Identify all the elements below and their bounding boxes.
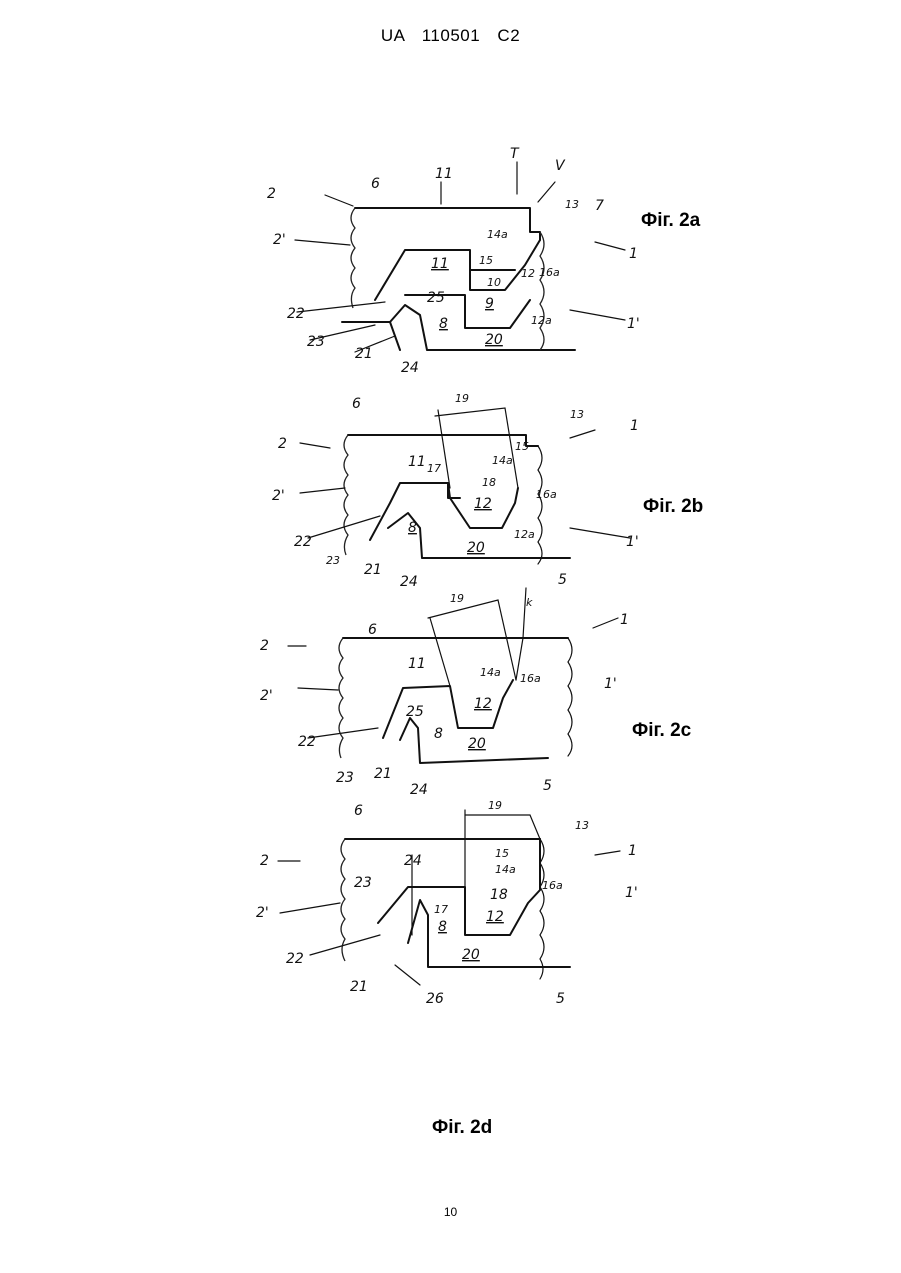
svg-text:2: 2 — [267, 186, 276, 202]
svg-text:1': 1' — [604, 676, 617, 692]
svg-text:20: 20 — [462, 947, 480, 963]
svg-text:7: 7 — [595, 198, 604, 214]
svg-text:1': 1' — [627, 316, 640, 332]
figure-2c-drawing: 6 19 k 1 2 11 14a 16a 1' 2' 12 25 22 8 2… — [258, 588, 638, 798]
svg-text:14a: 14a — [480, 666, 501, 679]
svg-text:V: V — [555, 158, 566, 174]
svg-text:20: 20 — [467, 540, 485, 556]
svg-text:12: 12 — [474, 696, 492, 712]
svg-text:8: 8 — [438, 919, 447, 935]
svg-text:10: 10 — [487, 276, 501, 289]
svg-text:11: 11 — [408, 656, 426, 672]
svg-text:2: 2 — [260, 853, 269, 869]
svg-text:24: 24 — [401, 360, 419, 376]
svg-text:24: 24 — [404, 853, 422, 869]
svg-text:15: 15 — [479, 254, 493, 267]
svg-text:12: 12 — [521, 267, 535, 280]
svg-text:1': 1' — [626, 534, 639, 550]
svg-text:2': 2' — [256, 905, 269, 921]
figure-2b-drawing: 6 19 13 1 2 15 14a 11 17 16a 2' 18 12 22… — [270, 388, 650, 593]
svg-text:12a: 12a — [514, 528, 535, 541]
figure-2b: 6 19 13 1 2 15 14a 11 17 16a 2' 18 12 22… — [270, 388, 650, 593]
caption-fig-2b: Фіг. 2b — [643, 496, 703, 518]
svg-text:18: 18 — [482, 476, 496, 489]
svg-text:11: 11 — [435, 166, 453, 182]
caption-fig-2d: Фіг. 2d — [432, 1117, 492, 1139]
svg-text:1: 1 — [620, 612, 629, 628]
caption-fig-2a: Фіг. 2a — [641, 210, 700, 232]
svg-text:21: 21 — [364, 562, 382, 578]
svg-text:21: 21 — [350, 979, 368, 995]
svg-text:23: 23 — [336, 770, 354, 786]
svg-text:2': 2' — [272, 488, 285, 504]
svg-text:23: 23 — [354, 875, 372, 891]
svg-text:6: 6 — [354, 803, 363, 819]
svg-text:19: 19 — [488, 799, 502, 812]
svg-text:22: 22 — [286, 951, 304, 967]
svg-text:T: T — [510, 146, 520, 162]
svg-text:1: 1 — [629, 246, 638, 262]
svg-text:5: 5 — [558, 572, 567, 588]
svg-text:19: 19 — [455, 392, 469, 405]
svg-text:15: 15 — [515, 440, 529, 453]
svg-text:16a: 16a — [536, 488, 557, 501]
svg-text:20: 20 — [468, 736, 486, 752]
svg-text:k: k — [526, 596, 533, 609]
figure-2a-drawing: 2 6 11 T V 13 7 2' 14a 1 15 12 16a 10 11… — [255, 140, 640, 375]
svg-text:9: 9 — [485, 296, 494, 312]
svg-text:25: 25 — [406, 704, 424, 720]
svg-text:13: 13 — [570, 408, 584, 421]
svg-text:2': 2' — [260, 688, 273, 704]
svg-text:12: 12 — [486, 909, 504, 925]
patent-header: UA 110501 C2 — [0, 26, 901, 46]
svg-text:17: 17 — [427, 462, 441, 475]
svg-text:2: 2 — [260, 638, 269, 654]
svg-text:15: 15 — [495, 847, 509, 860]
figure-2c: 6 19 k 1 2 11 14a 16a 1' 2' 12 25 22 8 2… — [258, 588, 638, 798]
svg-text:18: 18 — [490, 887, 508, 903]
svg-text:26: 26 — [426, 991, 444, 1007]
svg-text:1': 1' — [625, 885, 638, 901]
svg-text:22: 22 — [294, 534, 312, 550]
svg-text:6: 6 — [368, 622, 377, 638]
svg-text:8: 8 — [408, 520, 417, 536]
figure-2d-drawing: 6 19 13 15 1 24 14a 2 23 16a 18 1' 2' 17… — [250, 795, 650, 1010]
svg-text:22: 22 — [298, 734, 316, 750]
svg-text:11: 11 — [431, 256, 449, 272]
svg-text:5: 5 — [556, 991, 565, 1007]
svg-text:14a: 14a — [487, 228, 508, 241]
svg-text:23: 23 — [307, 334, 325, 350]
caption-fig-2c: Фіг. 2c — [632, 720, 691, 742]
svg-text:19: 19 — [450, 592, 464, 605]
svg-text:21: 21 — [355, 346, 373, 362]
svg-text:2': 2' — [273, 232, 286, 248]
svg-text:8: 8 — [439, 316, 448, 332]
svg-text:22: 22 — [287, 306, 305, 322]
figure-2d: 6 19 13 15 1 24 14a 2 23 16a 18 1' 2' 17… — [250, 795, 650, 1010]
svg-text:13: 13 — [575, 819, 589, 832]
svg-text:13: 13 — [565, 198, 579, 211]
svg-text:12: 12 — [474, 496, 492, 512]
svg-text:17: 17 — [434, 903, 448, 916]
svg-text:1: 1 — [630, 418, 639, 434]
svg-text:6: 6 — [352, 396, 361, 412]
svg-text:23: 23 — [326, 554, 340, 567]
svg-text:2: 2 — [278, 436, 287, 452]
svg-text:14a: 14a — [492, 454, 513, 467]
svg-text:16a: 16a — [520, 672, 541, 685]
svg-text:5: 5 — [543, 778, 552, 794]
svg-text:16a: 16a — [542, 879, 563, 892]
svg-text:25: 25 — [427, 290, 445, 306]
svg-text:6: 6 — [371, 176, 380, 192]
svg-text:16a: 16a — [539, 266, 560, 279]
svg-text:20: 20 — [485, 332, 503, 348]
svg-text:12a: 12a — [531, 314, 552, 327]
svg-text:1: 1 — [628, 843, 637, 859]
page-number: 10 — [0, 1205, 901, 1219]
svg-text:21: 21 — [374, 766, 392, 782]
svg-text:8: 8 — [434, 726, 443, 742]
svg-text:11: 11 — [408, 454, 426, 470]
figure-2a: 2 6 11 T V 13 7 2' 14a 1 15 12 16a 10 11… — [255, 140, 640, 375]
svg-text:14a: 14a — [495, 863, 516, 876]
